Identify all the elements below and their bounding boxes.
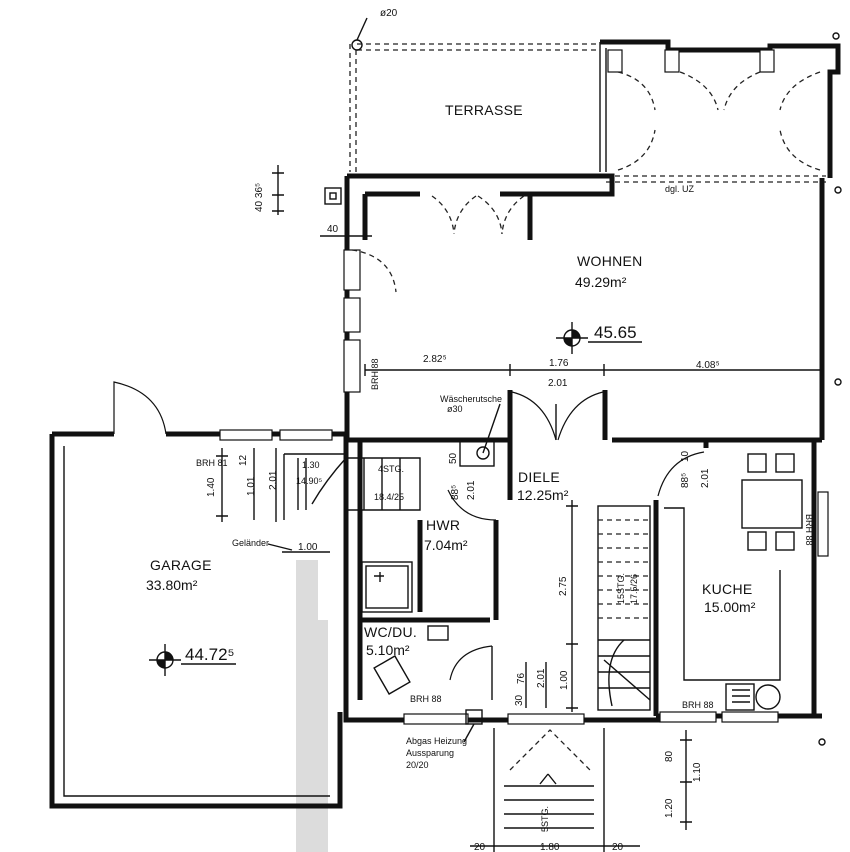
wohnen-walls (324, 173, 825, 443)
dim-885-a: 88⁵ (450, 485, 461, 500)
dim-201-c: 2.01 (466, 480, 477, 500)
wc-label: WC/DU. (364, 624, 417, 640)
dims-garage: 1.40 12 1.01 2.01 Geländer 1.00 (206, 448, 330, 553)
dims-left-top: 40 36⁵ 40 (254, 165, 372, 237)
dim-130: 1.30 (302, 460, 320, 470)
dim-20-b: 20 (612, 842, 624, 852)
scan-shadow-light (318, 620, 328, 852)
stair-15-label: 15STG. (616, 573, 626, 604)
dim-282: 2.82⁵ (423, 354, 447, 365)
brh-kueche-right: BRH 88 (804, 514, 814, 546)
dim-201-d: 2.01 (700, 468, 711, 488)
dim-408: 4.08⁵ (696, 360, 720, 371)
dim-12: 12 (238, 454, 249, 466)
terrace: ø20 TERRASSE (349, 8, 600, 172)
column-label: ø20 (380, 8, 398, 19)
dim-40: 40 (327, 224, 339, 235)
conservatory: dgl. UZ (599, 32, 842, 746)
stg4-label: 4STG. (378, 464, 404, 474)
entrance: 5STG. (493, 728, 605, 852)
dim-50: 50 (448, 452, 459, 464)
dim-110: 1.10 (692, 762, 703, 782)
stair-15-dim: 17.5/26 (629, 574, 639, 604)
level-marker-wohnen: 45.65 (556, 322, 642, 354)
hwr: Wäscherutsche ø30 50 88⁵ 2.01 HWR 7.04m² (343, 394, 513, 723)
dim-30: 30 (514, 694, 525, 706)
level-garage: 44.72⁵ (185, 645, 235, 664)
main-stairs: 15STG. 17.5/26 (597, 505, 651, 711)
dims-bottom: 80 1.10 1.20 20 1.80 20 (470, 730, 703, 852)
scan-shadow (296, 560, 318, 852)
brh-wohnen: BRH 88 (370, 358, 380, 390)
dim-140: 1.40 (206, 477, 217, 497)
gelaender-label: Geländer (232, 538, 269, 548)
wohnen-area: 49.29m² (575, 274, 627, 290)
dim-201-e: 2.01 (536, 668, 547, 688)
wohnen-label: WOHNEN (577, 253, 643, 269)
dim-1490: 14.90⁵ (296, 476, 323, 486)
stg5-label: 5STG. (540, 806, 550, 832)
waesche-label: Wäscherutsche (440, 394, 502, 404)
wc-du: WC/DU. 5.10m² BRH 88 (361, 561, 493, 725)
dim-80: 80 (664, 750, 675, 762)
kueche-area: 15.00m² (704, 599, 756, 615)
garage-label: GARAGE (150, 557, 212, 573)
dim-101: 1.01 (246, 476, 257, 496)
abgas-label-1: Abgas Heizung (406, 736, 467, 746)
level-wohnen: 45.65 (594, 323, 637, 342)
small-stairs: 1.30 14.90⁵ 4STG. 18.4/25 (283, 453, 421, 520)
dim-120: 1.20 (664, 798, 675, 818)
garage-area: 33.80m² (146, 577, 198, 593)
diele-label: DIELE (518, 469, 560, 485)
stg4-dim: 18.4/25 (374, 492, 404, 502)
kueche-label: KUCHE (702, 581, 753, 597)
column-circle (351, 39, 363, 51)
dim-40-36: 40 36⁵ (254, 183, 265, 212)
dims-wohnen: 2.82⁵ 1.76 4.08⁵ 2.01 BRH 88 (364, 354, 823, 390)
kueche: 88⁵ 10 2.01 KUCHE 15.00m² BRH 88 BRH 88 (653, 440, 829, 723)
dim-76: 76 (516, 672, 527, 684)
abgas-label-3: 20/20 (406, 760, 429, 770)
brh-garage: BRH 81 (196, 458, 228, 468)
dim-100-b: 1.00 (559, 670, 570, 690)
level-marker-garage: 44.72⁵ (149, 644, 236, 676)
dim-885-b: 88⁵ (680, 473, 691, 488)
dim-201-a: 2.01 (548, 378, 568, 389)
hwr-label: HWR (426, 517, 460, 533)
hwr-area: 7.04m² (424, 537, 468, 553)
dim-176: 1.76 (549, 358, 569, 369)
diele: DIELE 12.25m² 2.75 1.00 76 2.01 30 Abgas… (406, 469, 660, 770)
dim-275: 2.75 (558, 576, 569, 596)
dim-180: 1.80 (540, 842, 560, 852)
wc-area: 5.10m² (366, 642, 410, 658)
terrasse-label: TERRASSE (445, 102, 523, 118)
dim-100-a: 1.00 (298, 542, 318, 553)
diele-area: 12.25m² (517, 487, 569, 503)
brh-wc: BRH 88 (410, 694, 442, 704)
dim-20-a: 20 (474, 842, 486, 852)
abgas-label-2: Aussparung (406, 748, 454, 758)
dim-10: 10 (680, 450, 691, 462)
waesche-dim: ø30 (447, 404, 463, 414)
dgl-uz-label: dgl. UZ (665, 184, 695, 194)
garage: GARAGE 33.80m² BRH 81 (49, 381, 346, 809)
brh-kueche: BRH 88 (682, 700, 714, 710)
dim-201-b: 2.01 (268, 470, 279, 490)
